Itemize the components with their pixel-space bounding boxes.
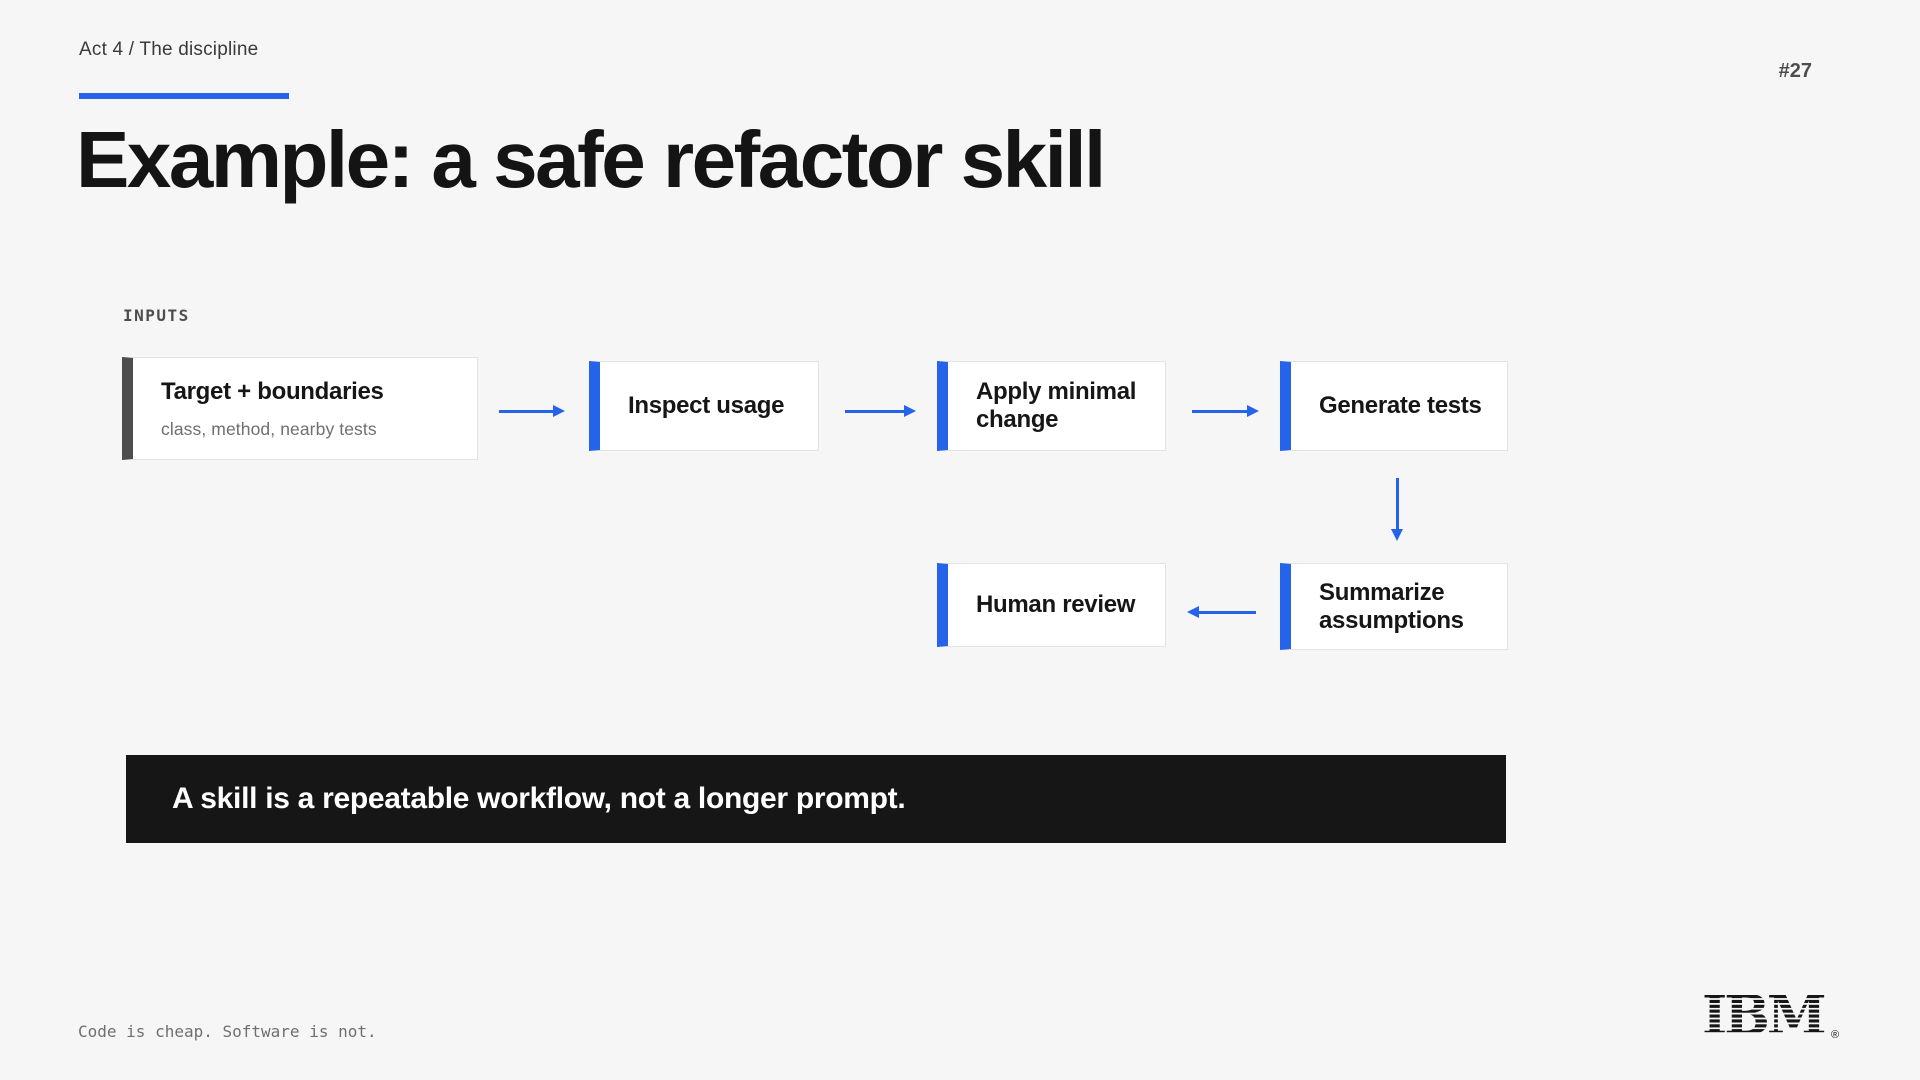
flow-node-subtitle: class, method, nearby tests (161, 418, 377, 439)
arrow-inspect-to-apply-icon (845, 405, 916, 417)
arrow-generate-to-summarize-icon (1391, 478, 1403, 541)
flow-node-inspect-usage: Inspect usage (589, 361, 819, 451)
arrow-apply-to-generate-icon (1192, 405, 1259, 417)
flow-node-title: Apply minimal change (976, 378, 1137, 433)
flow-node-generate-tests: Generate tests (1280, 361, 1508, 451)
takeaway-banner: A skill is a repeatable workflow, not a … (126, 755, 1506, 843)
flow-node-title: Inspect usage (628, 392, 785, 419)
accent-rule (79, 93, 289, 99)
flow-node-target-boundaries: Target + boundaries class, method, nearb… (122, 357, 478, 460)
slide-number: #27 (1778, 60, 1812, 82)
ibm-logo-icon: IBM ® (1702, 995, 1839, 1041)
arrow-target-to-inspect-icon (499, 405, 565, 417)
flow-node-human-review: Human review (937, 563, 1166, 647)
flow-node-title: Target + boundaries (161, 377, 384, 405)
arrow-summarize-to-human-icon (1187, 606, 1256, 618)
inputs-label: INPUTS (123, 306, 190, 325)
flow-node-apply-minimal-change: Apply minimal change (937, 361, 1166, 451)
registered-mark: ® (1831, 1029, 1839, 1041)
takeaway-text: A skill is a repeatable workflow, not a … (172, 782, 906, 815)
flow-node-title: Summarize assumptions (1319, 578, 1464, 634)
flow-node-title: Generate tests (1319, 392, 1482, 419)
flow-node-summarize-assumptions: Summarize assumptions (1280, 563, 1508, 650)
page-title: Example: a safe refactor skill (76, 115, 1106, 204)
footer-note: Code is cheap. Software is not. (78, 1022, 377, 1041)
eyebrow-label: Act 4 / The discipline (79, 39, 259, 60)
flow-node-title: Human review (976, 591, 1136, 618)
